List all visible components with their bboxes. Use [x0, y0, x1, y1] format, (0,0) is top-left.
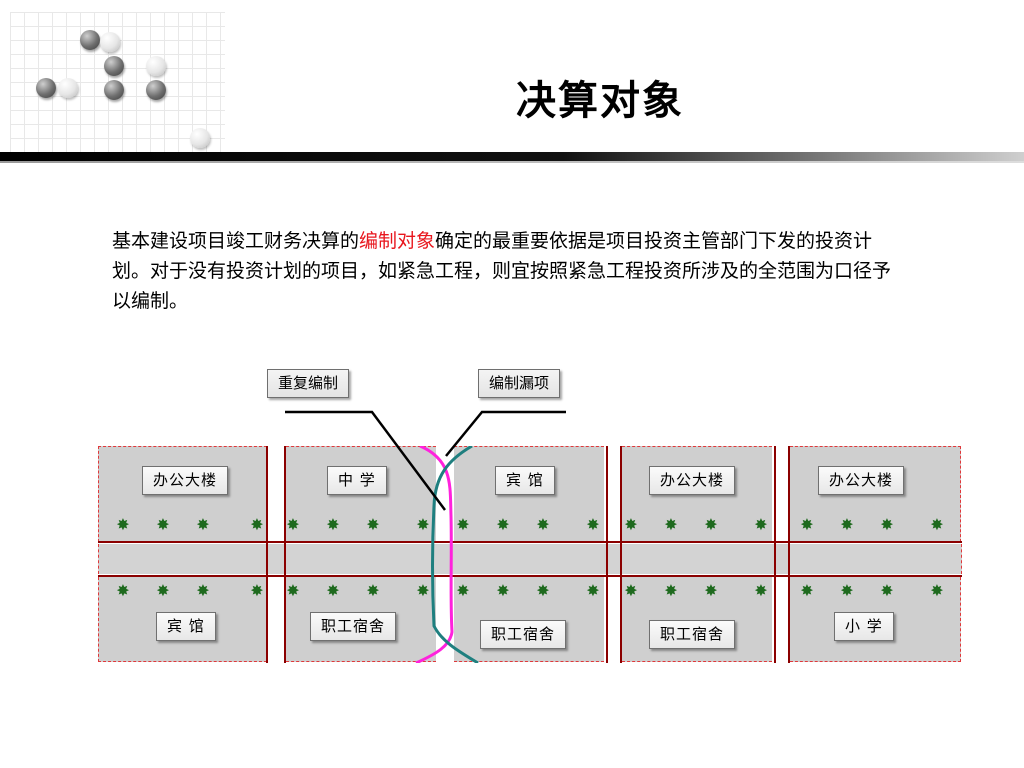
road — [98, 541, 962, 543]
shrub-icon: ✸ — [536, 515, 550, 534]
district-map: 办公大楼 中 学 宾 馆 办公大楼 办公大楼 宾 馆 职工宿舍 职工宿舍 职工宿… — [98, 446, 962, 663]
building-label: 宾 馆 — [156, 612, 216, 641]
shrub-icon: ✸ — [456, 515, 470, 534]
shrub-icon: ✸ — [930, 581, 944, 600]
shrub-icon: ✸ — [250, 581, 264, 600]
shrub-icon: ✸ — [880, 515, 894, 534]
shrub-icon: ✸ — [196, 581, 210, 600]
decor-stone — [58, 78, 78, 98]
shrub-icon: ✸ — [536, 581, 550, 600]
shrub-icon: ✸ — [286, 515, 300, 534]
building-label: 职工宿舍 — [649, 620, 736, 649]
road — [606, 446, 608, 663]
road — [788, 446, 790, 663]
shrub-icon: ✸ — [704, 515, 718, 534]
shrub-icon: ✸ — [366, 515, 380, 534]
shrub-icon: ✸ — [880, 581, 894, 600]
road — [284, 446, 286, 663]
shrub-icon: ✸ — [624, 515, 638, 534]
shrub-icon: ✸ — [326, 581, 340, 600]
decor-stone — [36, 78, 56, 98]
title-underline-shadow — [0, 161, 1024, 163]
shrub-icon: ✸ — [754, 581, 768, 600]
road — [266, 446, 268, 663]
decor-stone — [80, 30, 100, 50]
shrub-icon: ✸ — [156, 581, 170, 600]
shrub-icon: ✸ — [586, 515, 600, 534]
shrub-icon: ✸ — [416, 515, 430, 534]
boundary-line-magenta — [415, 446, 454, 663]
shrub-icon: ✸ — [196, 515, 210, 534]
decor-stone — [100, 32, 120, 52]
shrub-icon: ✸ — [366, 581, 380, 600]
shrub-icon: ✸ — [496, 515, 510, 534]
title-underline — [0, 152, 1024, 161]
map-strip — [98, 544, 962, 574]
callout-duplicate: 重复编制 — [267, 369, 350, 398]
building-label: 职工宿舍 — [310, 612, 397, 641]
building-label: 办公大楼 — [142, 466, 229, 495]
shrub-icon: ✸ — [586, 581, 600, 600]
shrub-icon: ✸ — [326, 515, 340, 534]
road — [98, 575, 962, 577]
shrub-icon: ✸ — [624, 581, 638, 600]
shrub-icon: ✸ — [116, 581, 130, 600]
decor-stone — [146, 80, 166, 100]
shrub-icon: ✸ — [250, 515, 264, 534]
shrub-icon: ✸ — [116, 515, 130, 534]
building-label: 小 学 — [834, 612, 894, 641]
shrub-icon: ✸ — [840, 515, 854, 534]
shrub-icon: ✸ — [416, 581, 430, 600]
boundary-overlay — [415, 446, 479, 663]
shrub-icon: ✸ — [800, 515, 814, 534]
shrub-icon: ✸ — [456, 581, 470, 600]
paragraph-highlight: 编制对象 — [359, 230, 436, 252]
shrub-icon: ✸ — [800, 581, 814, 600]
building-label: 职工宿舍 — [480, 620, 567, 649]
paragraph-text: 确定的最重要依据是项目投资主管部门下发的投资计划。对于没有投资计划的项目，如紧急… — [112, 230, 892, 312]
shrub-icon: ✸ — [496, 581, 510, 600]
callout-missing: 编制漏项 — [478, 369, 561, 398]
shrub-icon: ✸ — [840, 581, 854, 600]
road — [774, 446, 776, 663]
building-label: 办公大楼 — [818, 466, 905, 495]
paragraph-text: 基本建设项目竣工财务决算的 — [112, 230, 360, 252]
decor-stone — [190, 128, 210, 148]
decor-stone — [104, 80, 124, 100]
building-label: 宾 馆 — [495, 466, 555, 495]
body-paragraph: 基本建设项目竣工财务决算的编制对象确定的最重要依据是项目投资主管部门下发的投资计… — [112, 226, 892, 316]
shrub-icon: ✸ — [664, 515, 678, 534]
shrub-icon: ✸ — [754, 515, 768, 534]
slide-title: 决算对象 — [516, 77, 684, 124]
boundary-line-teal — [431, 446, 479, 663]
shrub-icon: ✸ — [930, 515, 944, 534]
shrub-icon: ✸ — [704, 581, 718, 600]
decor-stone — [104, 56, 124, 76]
building-label: 办公大楼 — [649, 466, 736, 495]
shrub-icon: ✸ — [664, 581, 678, 600]
shrub-icon: ✸ — [156, 515, 170, 534]
shrub-icon: ✸ — [286, 581, 300, 600]
road — [620, 446, 622, 663]
decor-stone — [146, 56, 166, 76]
